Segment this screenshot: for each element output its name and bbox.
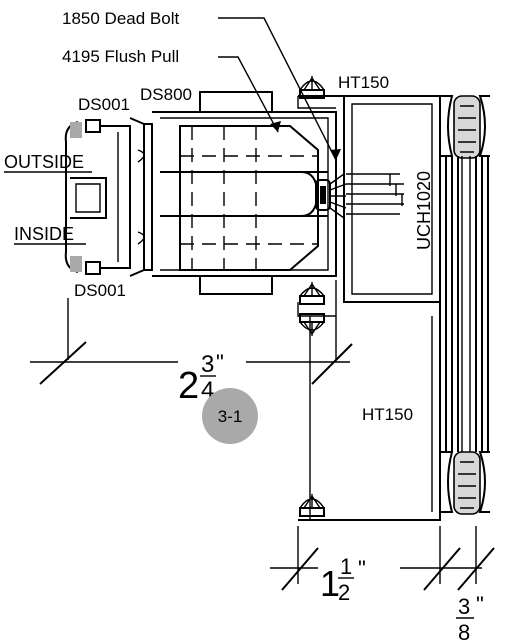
detail-badge-text: 3-1 xyxy=(218,407,243,426)
label-dead-bolt: 1850 Dead Bolt xyxy=(62,9,179,28)
gasket-bottom-left xyxy=(70,256,82,272)
bolt-brush xyxy=(329,173,347,219)
dim-main-numerator: 3 xyxy=(201,351,214,378)
label-ds001-top: DS001 xyxy=(78,95,130,114)
dim-main-unit: " xyxy=(216,350,224,375)
dim-sidelite-numerator: 1 xyxy=(340,554,352,579)
label-ds001-bottom: DS001 xyxy=(74,281,126,300)
left-stile xyxy=(64,117,153,277)
uch-lines xyxy=(346,173,404,215)
label-ht150-top: HT150 xyxy=(338,73,389,92)
dim-glass-unit: " xyxy=(476,592,484,617)
label-inside: INSIDE xyxy=(14,224,74,244)
dim-glass-numerator: 3 xyxy=(458,594,470,619)
label-flush-pull: 4195 Flush Pull xyxy=(62,47,179,66)
sidelite-glass xyxy=(440,95,490,515)
leader-flush-pull xyxy=(218,56,279,133)
dimension-sidelite: 1 1 2 " xyxy=(270,526,495,605)
detail-badge xyxy=(202,388,258,444)
dim-sidelite-denominator: 2 xyxy=(338,580,350,605)
dim-sidelite-whole: 1 xyxy=(320,563,340,604)
weatherstrip-top xyxy=(299,76,325,99)
dim-sidelite-unit: " xyxy=(358,556,366,581)
label-outside: OUTSIDE xyxy=(4,152,84,172)
gasket-top-left xyxy=(70,122,82,138)
pull-top-plate xyxy=(199,91,273,113)
bolt-tip xyxy=(320,186,326,204)
lock-body xyxy=(179,125,319,271)
weatherstrip-bottom xyxy=(299,494,325,517)
label-ht150-side: HT150 xyxy=(362,405,413,424)
jamb-frame xyxy=(297,95,441,521)
dimension-glass: 3 8 " xyxy=(456,592,484,644)
dim-glass-denominator: 8 xyxy=(458,620,470,644)
label-uch1020: UCH1020 xyxy=(414,171,434,250)
weatherstrip-middle xyxy=(299,282,325,336)
dimension-main: 2 3 4 " xyxy=(30,280,353,407)
dim-main-whole: 2 xyxy=(178,365,199,407)
pull-bottom-plate xyxy=(199,275,273,295)
door-stile xyxy=(152,91,347,295)
label-ds800: DS800 xyxy=(140,85,192,104)
bolt-head xyxy=(315,179,331,211)
